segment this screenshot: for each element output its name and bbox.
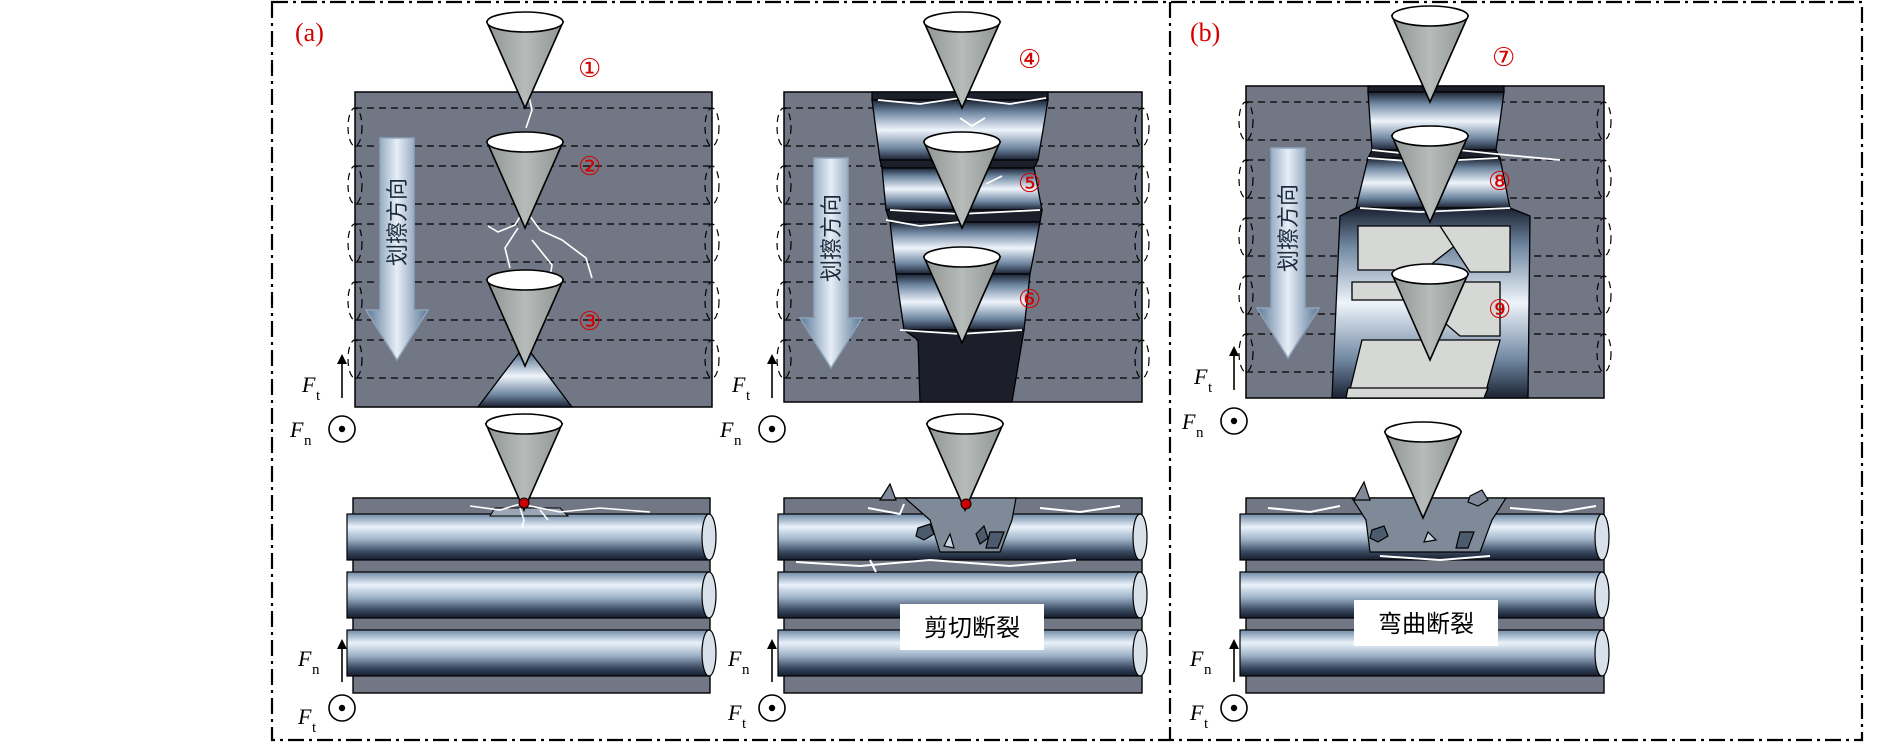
scratch-direction-label: 划擦方向 [386,178,411,266]
force-subscript: n [312,662,320,678]
scratch-arrow: 划擦方向 [1255,147,1321,360]
force-subscript: n [1204,662,1212,678]
force-subscript: t [1204,716,1209,732]
force-indicator-a1-bottom: F n F t [297,639,356,736]
debris [1352,480,1489,549]
force-label: F [727,646,742,671]
force-label: F [297,646,312,671]
bending-fracture-caption: 弯曲断裂 [1378,610,1474,638]
scratch-arrow: 划擦方向 [798,157,864,370]
force-indicator-b-bottom: F n F t [1189,639,1248,732]
force-label: F [289,417,304,442]
force-label: F [1193,364,1208,389]
cracks [795,503,1121,573]
panel-a1-top: 划擦方向 (a) ① ② ③ [295,11,720,408]
marker-7: ⑦ [1492,43,1515,73]
force-indicator-a2-bottom: F n F t [727,639,786,732]
force-subscript: t [316,388,321,404]
cracks [1267,505,1597,562]
panel-a2-bottom: 剪切断裂 [777,413,1148,694]
marker-2: ② [578,152,601,182]
outer-frame [270,0,1864,742]
marker-3: ③ [578,307,601,337]
force-subscript: n [1196,425,1204,441]
fiber-lines [1238,101,1612,373]
force-subscript: t [1208,380,1213,396]
frame-rect [270,0,1864,742]
marker-9: ⑨ [1488,295,1511,325]
force-label: F [1189,700,1204,725]
marker-1: ① [578,54,601,84]
force-subscript: t [312,720,317,736]
indenter-icon [485,413,563,511]
scratch-direction-label: 划擦方向 [820,194,845,282]
shear-fracture-caption: 剪切断裂 [924,614,1020,642]
marker-4: ④ [1018,45,1041,75]
caption-box [1354,600,1498,646]
marker-6: ⑥ [1018,285,1041,315]
force-label: F [719,417,734,442]
force-label: F [1189,646,1204,671]
indenter-icon [926,413,1004,511]
force-label: F [301,372,316,397]
force-subscript: n [304,433,312,449]
scratch-direction-label: 划擦方向 [1277,184,1302,272]
force-label: F [297,704,312,729]
force-indicator-b-top: F t F n [1181,346,1248,441]
contact-point [518,497,530,509]
debris [878,482,1005,549]
force-indicator-a1-top: F t F n [289,354,356,449]
fiber-lines [776,107,1150,379]
groove [476,343,574,408]
panel-label-a: (a) [295,18,324,47]
marker-8: ⑧ [1488,167,1511,197]
panel-a2-top: 划擦方向 ④ ⑤ ⑥ [776,11,1150,403]
fiber-lines [347,107,720,379]
contact-point [960,498,972,510]
caption-box [900,604,1044,650]
cracks [469,503,651,529]
force-label: F [1181,409,1196,434]
force-indicator-a2-top: F t F n [719,354,786,449]
panel-a1-bottom [346,413,717,694]
force-label: F [727,700,742,725]
panel-b-bottom: 弯曲断裂 [1239,421,1610,694]
scratch-arrow: 划擦方向 [364,137,430,362]
force-subscript: n [734,433,742,449]
force-subscript: t [742,716,747,732]
panel-label-b: (b) [1190,18,1220,47]
force-subscript: t [746,388,751,404]
force-subscript: n [742,662,750,678]
force-label: F [731,372,746,397]
panel-b-top: 划擦方向 (b) ⑦ ⑧ ⑨ [1190,5,1612,399]
marker-5: ⑤ [1018,169,1041,199]
